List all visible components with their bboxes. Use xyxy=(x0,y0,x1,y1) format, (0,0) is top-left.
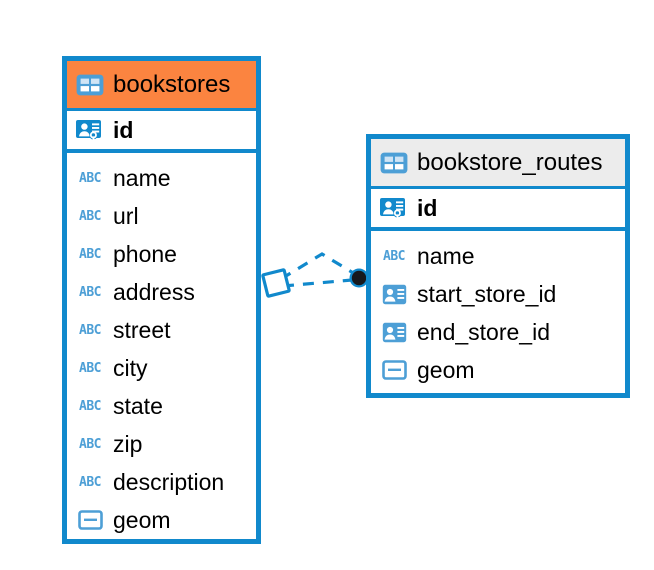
abc-text-icon: ABC xyxy=(79,360,101,376)
field-list-bookstore-routes: ABC name start_store_id xyxy=(371,231,625,395)
relationship-line-lower xyxy=(282,278,353,288)
field-label: start_store_id xyxy=(417,280,557,307)
field-label: url xyxy=(113,202,139,229)
field-label: city xyxy=(113,354,148,381)
geometry-icon xyxy=(380,360,408,380)
field-label: id xyxy=(417,194,438,221)
field-row[interactable]: ABC city xyxy=(67,349,256,387)
abc-text-icon: ABC xyxy=(383,248,405,264)
diamond-marker xyxy=(261,268,291,298)
field-row[interactable]: ABC name xyxy=(371,237,625,275)
field-label: geom xyxy=(417,356,475,383)
abc-text-icon: ABC xyxy=(79,208,101,224)
field-row[interactable]: ABC description xyxy=(67,463,256,501)
entity-header-bookstore-routes[interactable]: bookstore_routes xyxy=(371,139,625,186)
field-row[interactable]: ABC address xyxy=(67,273,256,311)
geometry-icon xyxy=(76,510,104,530)
field-row[interactable]: ABC street xyxy=(67,311,256,349)
field-row-primary-key[interactable]: id xyxy=(371,186,625,231)
field-label: id xyxy=(113,116,134,143)
foreign-key-icon xyxy=(380,284,408,305)
field-label: state xyxy=(113,392,163,419)
field-row[interactable]: ABC zip xyxy=(67,425,256,463)
primary-key-icon xyxy=(380,196,408,221)
entity-header-bookstores[interactable]: bookstores xyxy=(67,61,256,108)
field-label: zip xyxy=(113,430,143,457)
field-row[interactable]: ABC url xyxy=(67,197,256,235)
entity-title: bookstores xyxy=(113,70,231,98)
field-row[interactable]: end_store_id xyxy=(371,313,625,351)
field-row[interactable]: ABC name xyxy=(67,159,256,197)
abc-text-icon: ABC xyxy=(79,398,101,414)
table-icon xyxy=(76,74,104,96)
field-row-primary-key[interactable]: id xyxy=(67,108,256,153)
abc-text-icon: ABC xyxy=(79,322,101,338)
abc-text-icon: ABC xyxy=(79,436,101,452)
field-row[interactable]: geom xyxy=(67,501,256,539)
field-label: end_store_id xyxy=(417,318,550,345)
foreign-key-icon xyxy=(380,322,408,343)
abc-text-icon: ABC xyxy=(79,284,101,300)
entity-bookstore-routes[interactable]: bookstore_routes id xyxy=(366,134,630,398)
field-list-bookstores: ABC name ABC url ABC phone ABC address A… xyxy=(67,153,256,545)
field-label: name xyxy=(417,242,475,269)
abc-text-icon: ABC xyxy=(79,170,101,186)
primary-key-icon xyxy=(76,118,104,143)
table-icon xyxy=(380,152,408,174)
field-label: phone xyxy=(113,240,177,267)
field-label: description xyxy=(113,468,225,495)
relationship-line-upper xyxy=(280,252,356,281)
field-label: address xyxy=(113,278,195,305)
abc-text-icon: ABC xyxy=(79,474,101,490)
field-label: geom xyxy=(113,506,171,533)
abc-text-icon: ABC xyxy=(79,246,101,262)
field-row[interactable]: ABC phone xyxy=(67,235,256,273)
field-label: name xyxy=(113,164,171,191)
field-row[interactable]: start_store_id xyxy=(371,275,625,313)
field-row[interactable]: ABC state xyxy=(67,387,256,425)
entity-title: bookstore_routes xyxy=(417,148,603,176)
field-row[interactable]: geom xyxy=(371,351,625,389)
entity-bookstores[interactable]: bookstores id xyxy=(62,56,261,544)
field-label: street xyxy=(113,316,171,343)
